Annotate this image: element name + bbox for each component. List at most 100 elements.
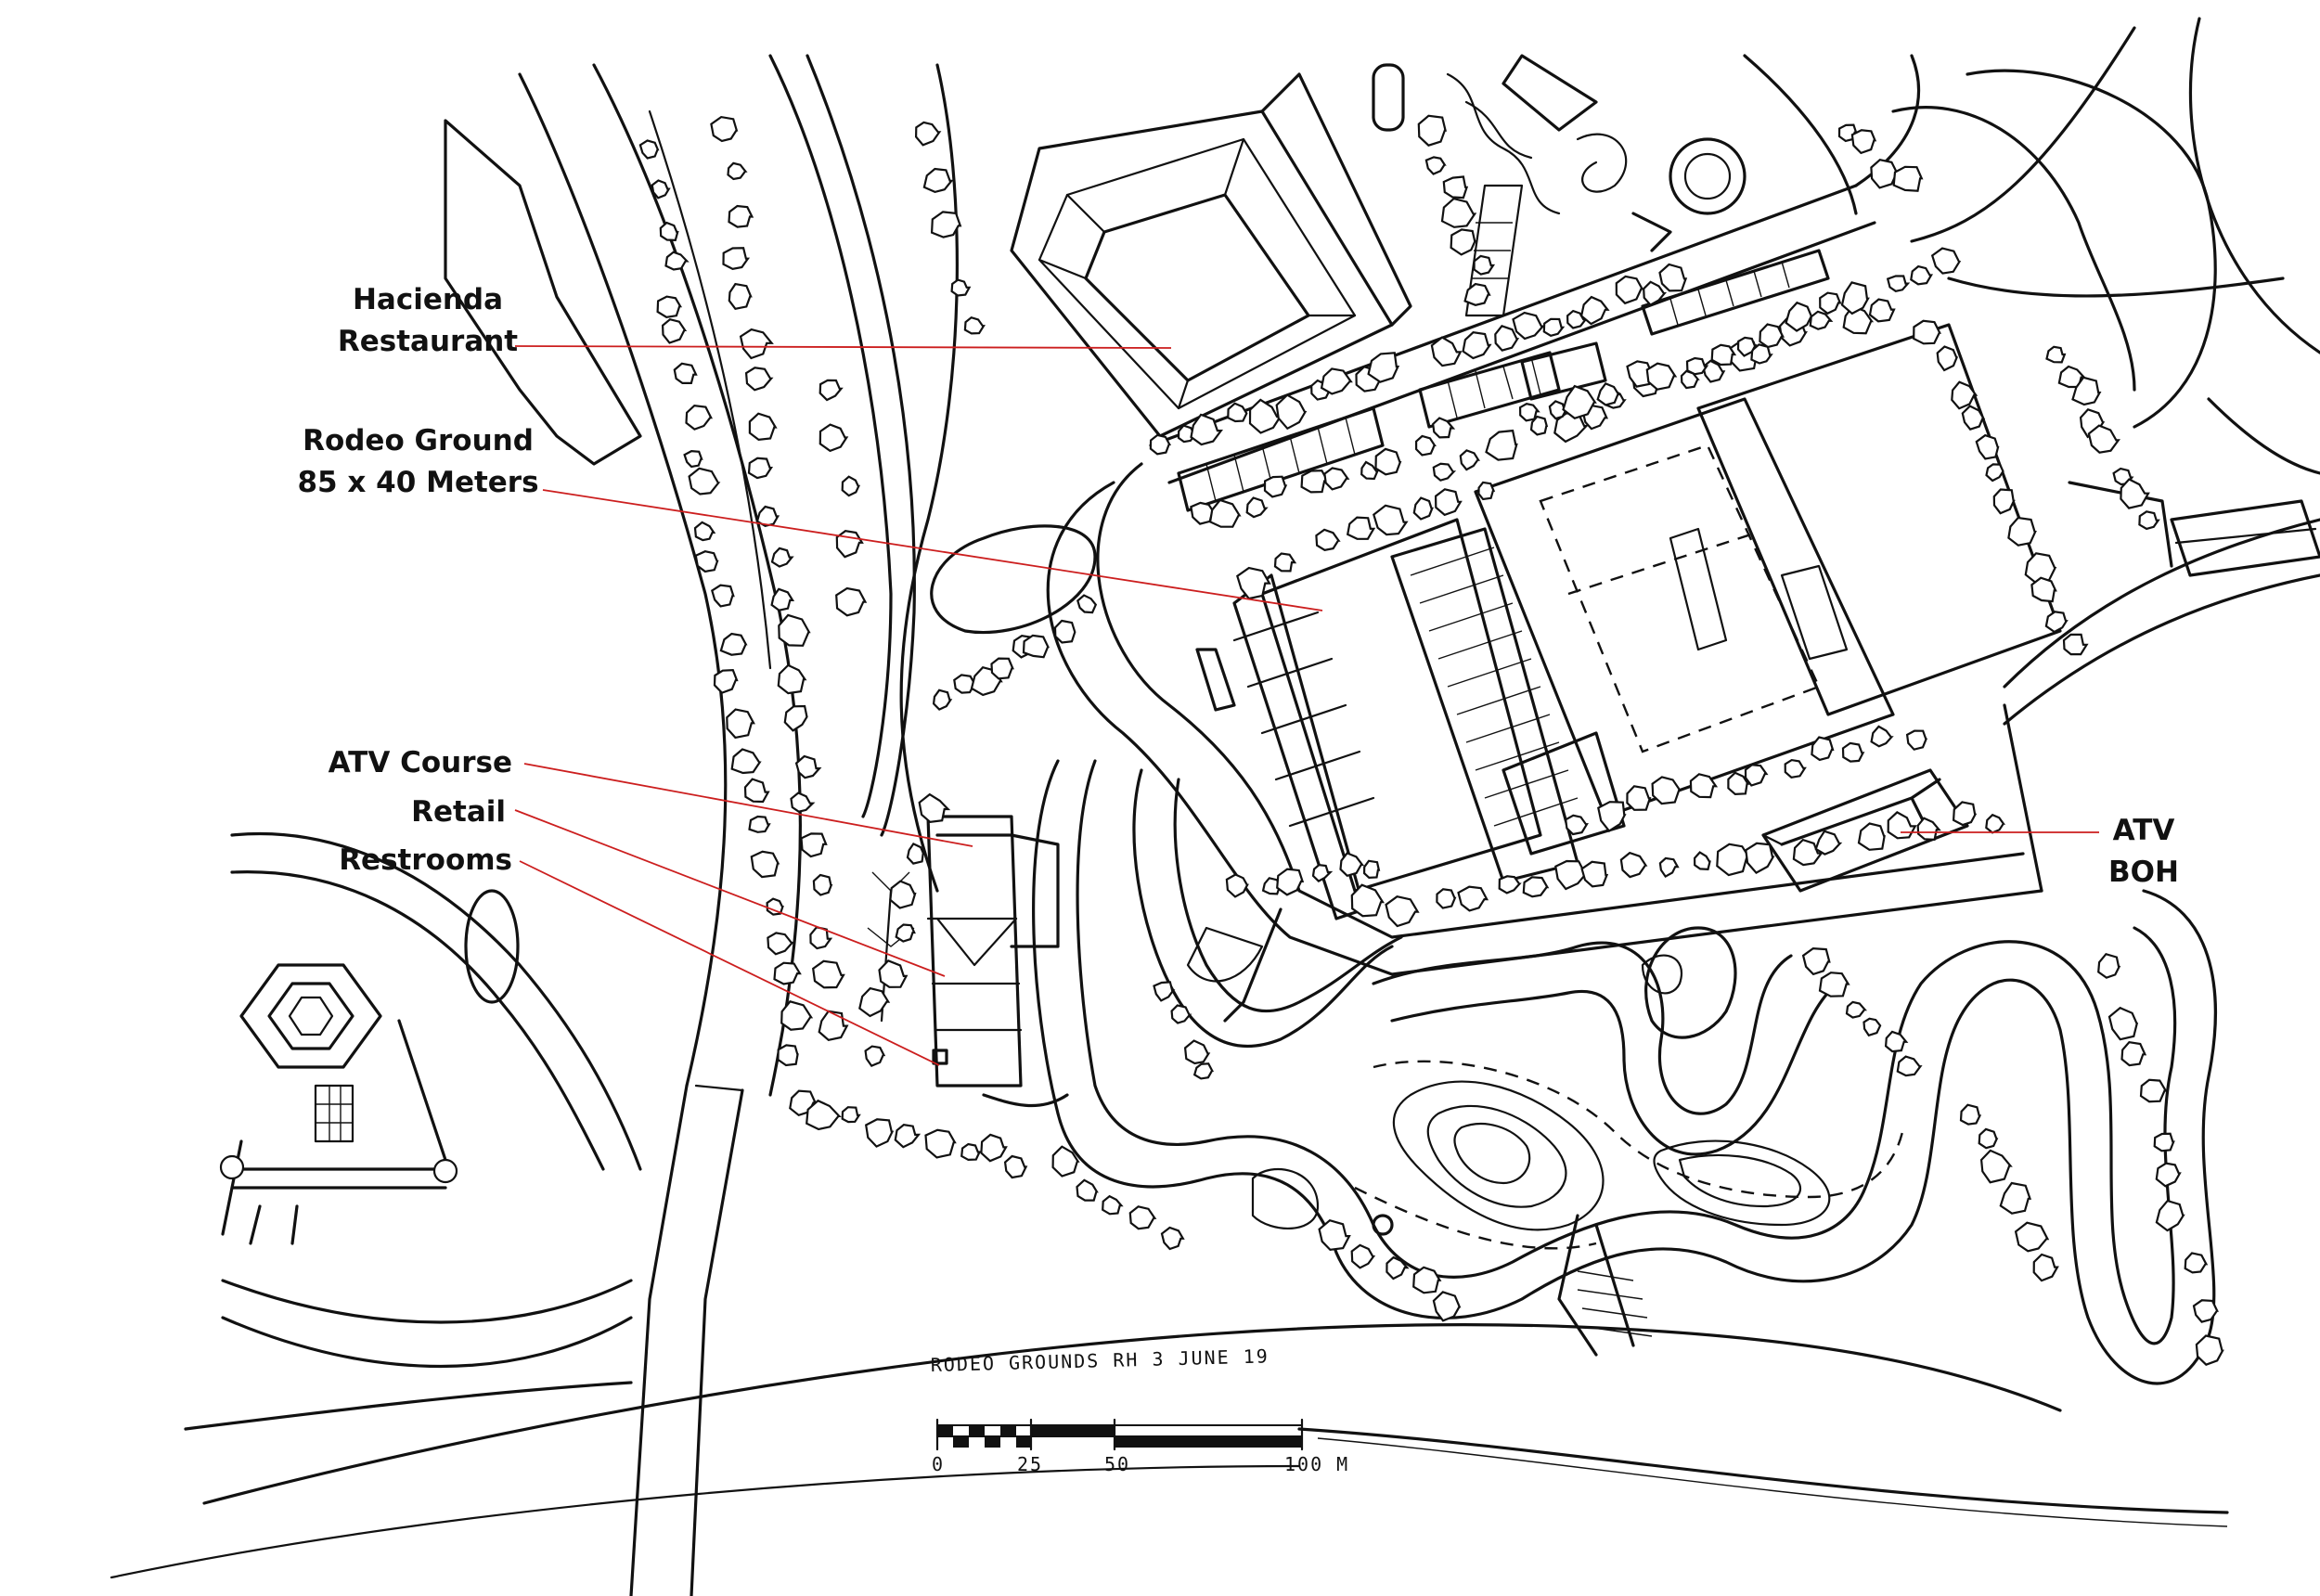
tree xyxy=(809,926,833,950)
tree xyxy=(1311,864,1334,882)
tree xyxy=(1693,851,1711,870)
tree xyxy=(1884,1030,1909,1053)
west-building xyxy=(444,119,642,466)
tree xyxy=(1565,814,1589,836)
label-rodeo-ground: Rodeo Ground 85 x 40 Meters xyxy=(295,420,541,504)
atv-boh-building xyxy=(1761,768,1969,893)
shoreline xyxy=(110,1323,2229,1579)
label-hacienda-line1: Hacienda xyxy=(352,283,504,316)
tree xyxy=(770,547,794,568)
tree xyxy=(1784,758,1807,779)
tree xyxy=(924,1128,957,1159)
tree xyxy=(794,754,822,779)
label-atv-boh-line2: BOH xyxy=(2108,856,2179,889)
tree xyxy=(1149,433,1172,456)
tree xyxy=(1183,1039,1211,1065)
tree xyxy=(930,211,962,238)
tree xyxy=(1494,325,1520,352)
tree xyxy=(1845,1000,1868,1019)
tree xyxy=(1736,336,1758,357)
tree xyxy=(1339,852,1365,878)
tree xyxy=(1386,1255,1410,1281)
tree xyxy=(1818,972,1850,998)
tree xyxy=(1553,412,1590,444)
tree xyxy=(777,1044,799,1067)
tree xyxy=(1275,393,1308,431)
tree xyxy=(1236,566,1271,600)
hacienda-building xyxy=(1010,72,1412,438)
tree xyxy=(1318,1218,1351,1252)
tree xyxy=(2087,424,2120,454)
tree xyxy=(1323,467,1350,491)
tree xyxy=(730,748,762,775)
tree xyxy=(806,1099,842,1131)
tree xyxy=(1985,813,2006,834)
tree xyxy=(1961,405,1986,431)
tree xyxy=(1477,481,1496,501)
label-atv-boh: ATV BOH xyxy=(2093,810,2195,894)
tree xyxy=(683,449,703,469)
tree xyxy=(1913,319,1941,345)
tree xyxy=(906,843,925,865)
tree xyxy=(1522,876,1550,898)
tree xyxy=(1424,156,1447,175)
tree xyxy=(960,1142,982,1162)
tree xyxy=(2138,510,2160,531)
tree xyxy=(1102,1194,1124,1216)
tree xyxy=(1811,736,1835,762)
tree xyxy=(1615,275,1644,305)
tree xyxy=(713,668,739,694)
tree xyxy=(1542,317,1566,337)
label-rodeo-line1: Rodeo Ground xyxy=(303,424,534,457)
tree xyxy=(864,1045,886,1068)
tree xyxy=(1263,475,1288,498)
tree xyxy=(1910,264,1934,286)
tree xyxy=(2062,633,2089,656)
tree xyxy=(1362,859,1381,880)
tree xyxy=(778,613,811,647)
lower-left-roads xyxy=(184,831,642,1431)
scale-tick-50: 50 xyxy=(1104,1453,1130,1475)
tree xyxy=(1432,417,1456,439)
tree xyxy=(1870,725,1894,748)
tree xyxy=(770,587,795,611)
tree xyxy=(1680,369,1700,390)
tree xyxy=(858,986,891,1018)
tree xyxy=(1412,1266,1442,1294)
tree xyxy=(818,379,844,402)
tree xyxy=(1436,888,1457,909)
tree xyxy=(1892,165,1924,192)
tree xyxy=(1896,1055,1923,1077)
tree xyxy=(841,475,861,497)
tree xyxy=(1459,449,1480,471)
tree xyxy=(1153,981,1176,1002)
tree xyxy=(1529,415,1549,436)
tree xyxy=(1373,504,1409,536)
tree xyxy=(766,897,784,916)
tree xyxy=(726,708,755,740)
plan-title: RODEO GROUNDS RH 3 JUNE 19 xyxy=(931,1345,1270,1376)
tree xyxy=(744,367,774,392)
tree xyxy=(1562,384,1597,420)
tree xyxy=(722,247,751,270)
tree xyxy=(2139,1078,2168,1103)
tree xyxy=(1473,254,1496,276)
leader-lines xyxy=(514,345,2099,1066)
tree xyxy=(1999,1181,2032,1215)
tree xyxy=(1870,159,1900,189)
tree xyxy=(1801,946,1831,976)
tree xyxy=(1651,776,1682,805)
tree xyxy=(1857,822,1886,851)
tree xyxy=(748,815,771,833)
tree xyxy=(651,179,671,200)
tree xyxy=(1208,498,1242,528)
tree xyxy=(2107,1006,2139,1041)
tree xyxy=(818,423,849,453)
tree xyxy=(1785,301,1813,332)
tree xyxy=(800,832,828,858)
tree xyxy=(1658,856,1680,879)
tree xyxy=(664,251,690,271)
tree xyxy=(1450,228,1477,256)
label-atv-course: ATV Course xyxy=(328,746,512,779)
